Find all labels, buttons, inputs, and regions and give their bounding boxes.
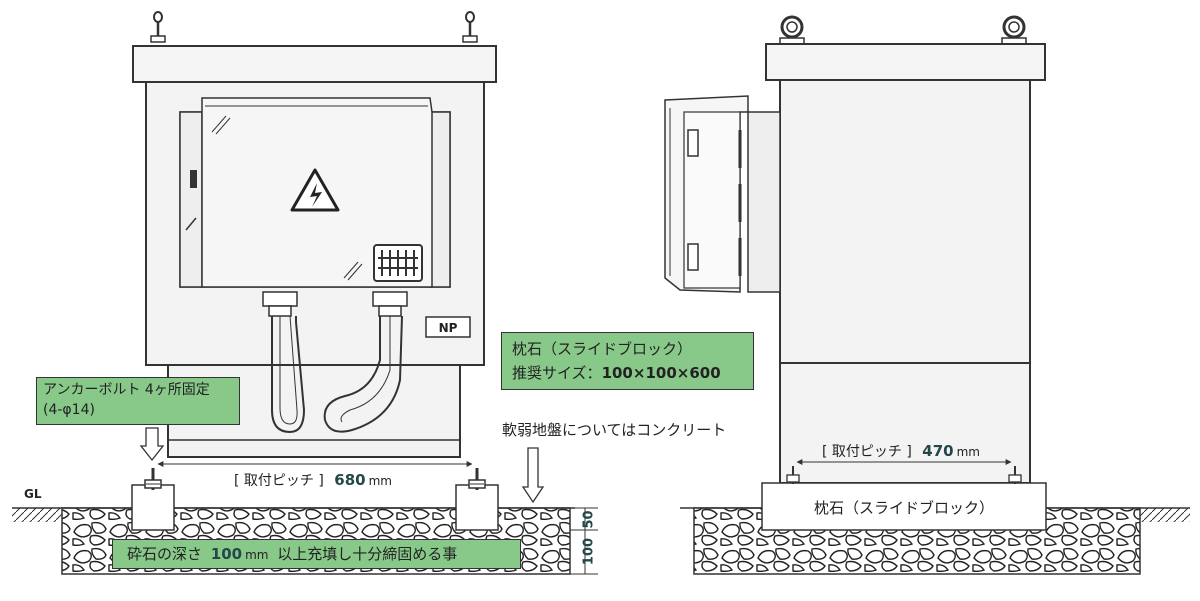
sleeper-callout-line1: 枕石（スライドブロック） — [512, 340, 693, 358]
arrow-down-icon — [139, 427, 165, 462]
gravel-note-unit: mm — [245, 548, 269, 562]
lifting-eye-bolt-icon — [1001, 15, 1027, 45]
soft-ground-note: 軟弱地盤についてはコンクリート — [502, 421, 727, 439]
anchor-bolt-right — [468, 468, 486, 490]
front-roof-cap — [132, 45, 497, 83]
side-base-stand — [779, 362, 1031, 484]
side-roof-cap — [765, 43, 1046, 81]
nameplate-text: NP — [439, 321, 458, 335]
high-voltage-warning-icon — [290, 168, 340, 212]
front-conduit-right — [323, 315, 403, 433]
side-view — [664, 15, 1190, 575]
lifting-eye-bolt-icon — [150, 11, 166, 43]
lifting-eye-bolt-icon — [462, 11, 478, 43]
anchor-bolt-callout: アンカーボルト 4ヶ所固定 (4-φ14) — [36, 377, 240, 425]
ground-level-label: GL — [24, 487, 42, 501]
front-pitch-unit: mm — [368, 474, 392, 488]
front-left-rail — [179, 111, 203, 288]
anchor-bolt-side-left — [786, 466, 800, 484]
front-right-rail — [429, 111, 451, 288]
anchor-callout-line1: アンカーボルト 4ヶ所固定 — [43, 382, 210, 398]
sleeper-block-callout: 枕石（スライドブロック） 推奨サイズ：100×100×600 — [501, 332, 754, 390]
front-ground-hatch — [12, 508, 62, 522]
side-sleeper-block — [761, 482, 1047, 531]
arrow-down-icon — [521, 447, 545, 504]
vent-grille-icon — [373, 244, 423, 282]
front-anchor-block-left — [131, 484, 175, 531]
front-anchor-block-right — [455, 484, 499, 531]
anchor-bolt-left — [144, 468, 162, 490]
side-pitch-value: 470 — [922, 442, 954, 460]
side-cabinet — [779, 79, 1031, 364]
front-pitch-title: [ 取付ピッチ ] — [234, 473, 324, 489]
anchor-bolt-side-right — [1008, 466, 1022, 484]
sleeper-callout-line2: 推奨サイズ：100×100×600 — [512, 361, 743, 385]
front-conduit-left — [271, 316, 306, 434]
front-pitch-value: 680 — [334, 471, 366, 489]
gravel-note-value: 100 — [210, 545, 243, 563]
gravel-note-suffix: 以上充填し十分締固める事 — [277, 545, 458, 563]
side-pitch-unit: mm — [956, 445, 980, 459]
depth-dim-100: 100 — [581, 537, 597, 566]
sleeper-size-value: 100×100×600 — [601, 364, 721, 382]
side-pitch-title: [ 取付ピッチ ] — [822, 444, 912, 460]
sleeper-size-prefix: 推奨サイズ： — [512, 364, 602, 382]
nameplate — [425, 316, 471, 338]
side-sleeper-label: 枕石（スライドブロック） — [813, 499, 994, 517]
depth-dim-50: 50 — [581, 510, 597, 529]
gravel-note-prefix: 砕石の深さ — [127, 545, 203, 563]
lifting-eye-bolt-icon — [779, 15, 805, 45]
anchor-callout-line2: (4-φ14) — [43, 402, 95, 418]
side-ground-hatch — [1140, 508, 1190, 522]
